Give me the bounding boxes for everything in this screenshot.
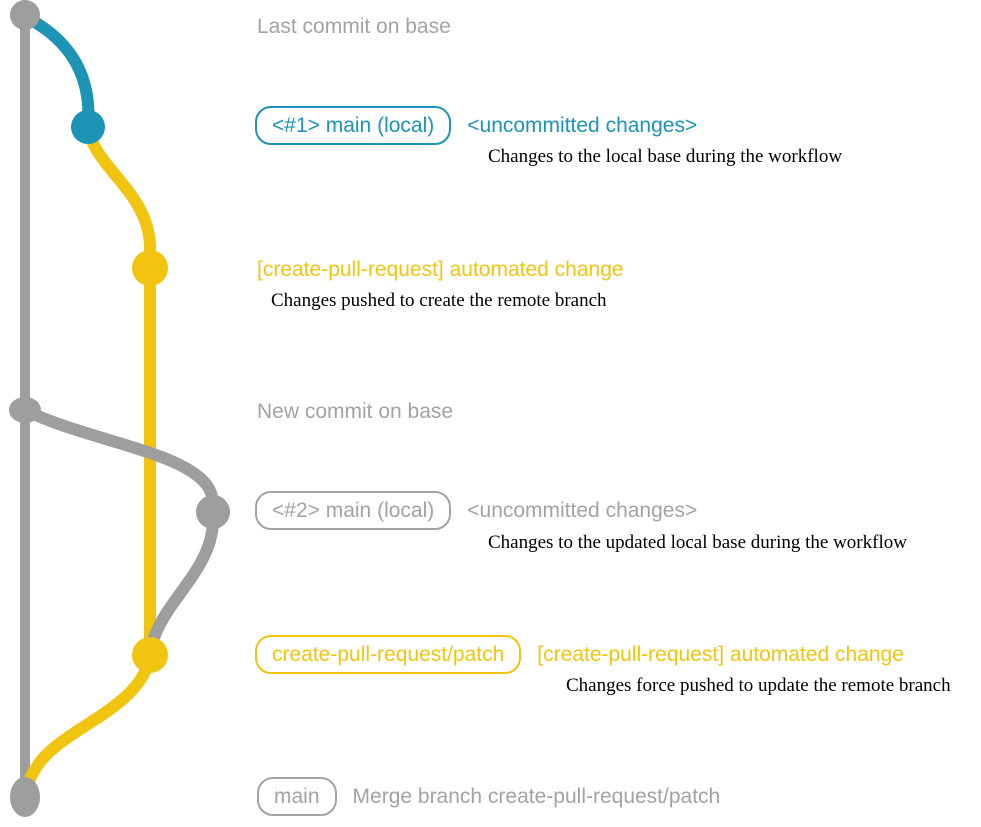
- rebase-curve-to-patch-commit: [146, 511, 220, 646]
- step2-note: Changes pushed to create the remote bran…: [271, 290, 607, 311]
- commit-dot-main-local-2: [196, 495, 230, 529]
- merge-row: main Merge branch create-pull-request/pa…: [257, 777, 720, 816]
- step1-row: <#1> main (local) <uncommitted changes>: [255, 106, 697, 145]
- step2-heading: [create-pull-request] automated change: [257, 258, 624, 281]
- merge-curve-to-base: [19, 653, 156, 796]
- step3-note: Changes to the updated local base during…: [488, 532, 907, 553]
- step4-heading: [create-pull-request] automated change: [537, 643, 904, 666]
- new-commit-on-base-label: New commit on base: [257, 400, 454, 423]
- step3-heading: <uncommitted changes>: [467, 499, 698, 522]
- merge-commit-label: Merge branch create-pull-request/patch: [352, 785, 721, 808]
- commit-dot-automated-change-2: [132, 637, 168, 673]
- branch-badge-main: main: [257, 777, 337, 816]
- step1-note: Changes to the local base during the wor…: [488, 146, 843, 167]
- commit-dot-last-base: [10, 0, 40, 30]
- commit-dot-main-local-1: [71, 110, 105, 144]
- branch-badge-main-local-1: <#1> main (local): [255, 106, 452, 145]
- pull-request-branch-line: [82, 125, 156, 655]
- step4-note: Changes force pushed to update the remot…: [566, 675, 951, 696]
- commit-graph: [9, 0, 230, 817]
- branch-badge-main-local-2: <#2> main (local): [255, 491, 452, 530]
- updated-main-branch-curve: [22, 404, 219, 513]
- step1-heading: <uncommitted changes>: [467, 114, 698, 137]
- step4-row: create-pull-request/patch [create-pull-r…: [255, 635, 904, 674]
- last-commit-on-base-label: Last commit on base: [257, 15, 451, 38]
- commit-dot-new-base: [9, 397, 41, 423]
- commit-dot-automated-change-1: [132, 250, 168, 286]
- branch-badge-create-pull-request-patch: create-pull-request/patch: [255, 635, 522, 674]
- local-main-branch-curve: [23, 11, 95, 128]
- commit-dot-merge: [10, 777, 40, 817]
- step3-row: <#2> main (local) <uncommitted changes>: [255, 491, 697, 530]
